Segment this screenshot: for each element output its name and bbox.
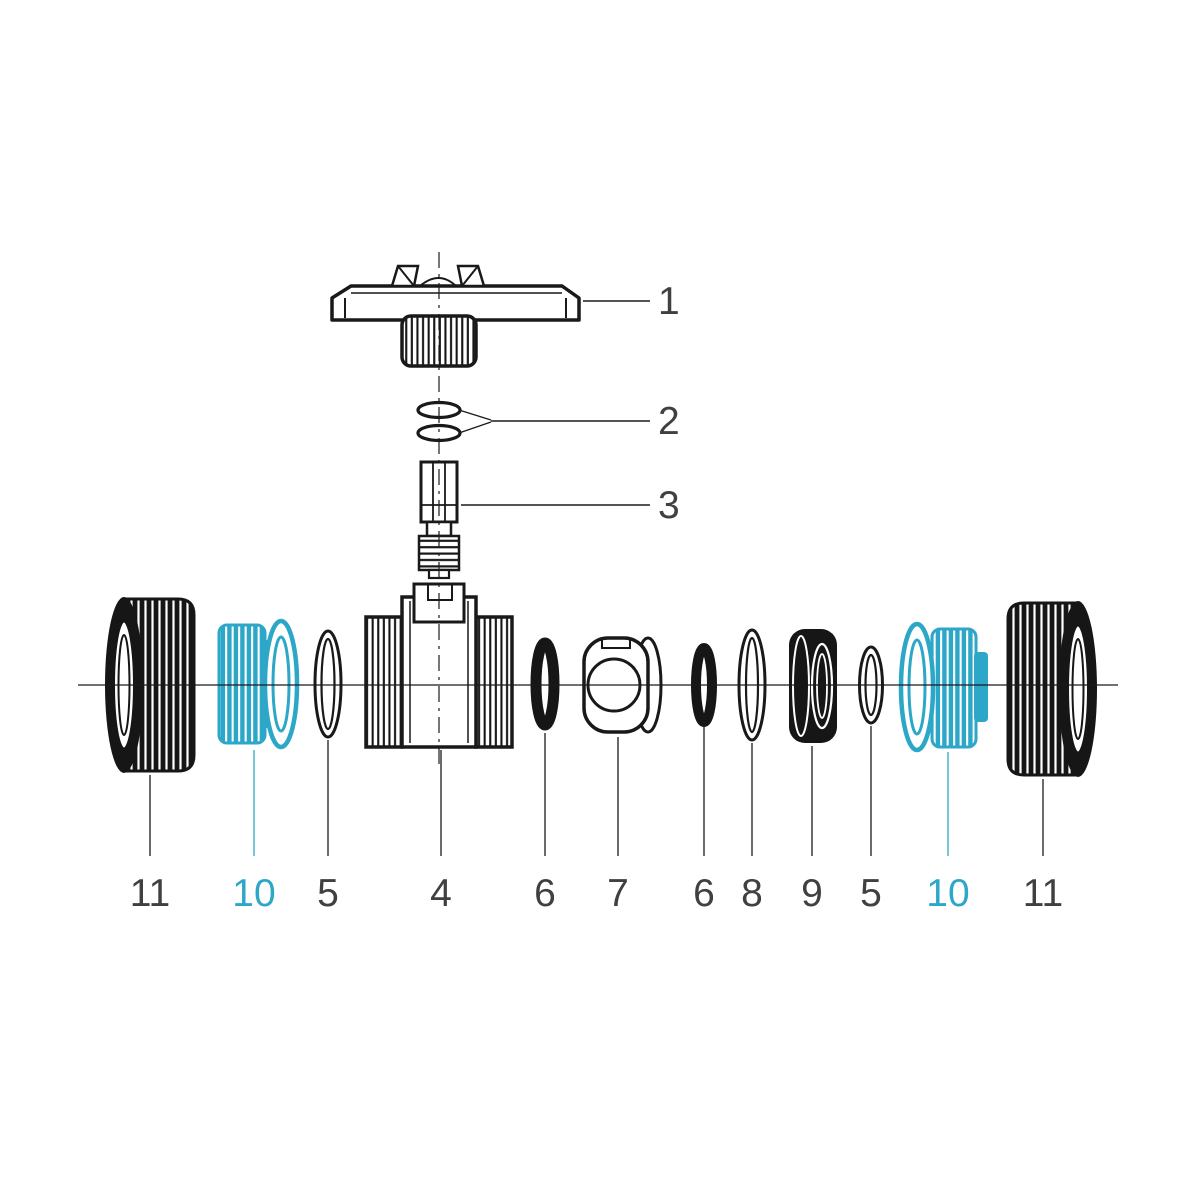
connector-end-left-part	[217, 618, 300, 750]
valve-body-thread-left	[364, 615, 404, 749]
callout-label-11-left: 11	[130, 872, 171, 915]
callout-label-10-right: 10	[926, 872, 969, 915]
callout-label-3: 3	[658, 484, 680, 527]
callout-label-7: 7	[607, 872, 629, 915]
bottom-callouts: 11 10 5 4 6 7 6 8 9 5 10 11	[130, 726, 1064, 915]
top-callouts: 1 2 3	[458, 280, 680, 527]
callout-label-9: 9	[801, 872, 823, 915]
ball-stem-slot	[601, 638, 631, 649]
valve-body-thread-right	[474, 615, 514, 749]
connector-end-right-part	[898, 621, 988, 753]
oring-5-left-part	[313, 629, 343, 739]
callout-label-6-left: 6	[534, 872, 556, 915]
callout-label-4: 4	[430, 872, 452, 915]
leader-2	[458, 409, 650, 434]
callout-label-10-left: 10	[232, 872, 275, 915]
centerlines	[78, 252, 1118, 770]
callout-label-8: 8	[741, 872, 763, 915]
callout-label-5-left: 5	[317, 872, 339, 915]
callout-label-2: 2	[658, 400, 680, 443]
union-nut-right-part	[1006, 601, 1097, 777]
seat-ring-left-part	[530, 637, 560, 731]
callout-label-11-right: 11	[1023, 872, 1064, 915]
callout-label-5-right: 5	[860, 872, 882, 915]
seat-carrier-part	[789, 629, 837, 743]
callout-label-6-right: 6	[693, 872, 715, 915]
valve-body-part	[364, 582, 514, 749]
handle-part	[330, 264, 581, 368]
callout-label-1: 1	[658, 280, 680, 323]
